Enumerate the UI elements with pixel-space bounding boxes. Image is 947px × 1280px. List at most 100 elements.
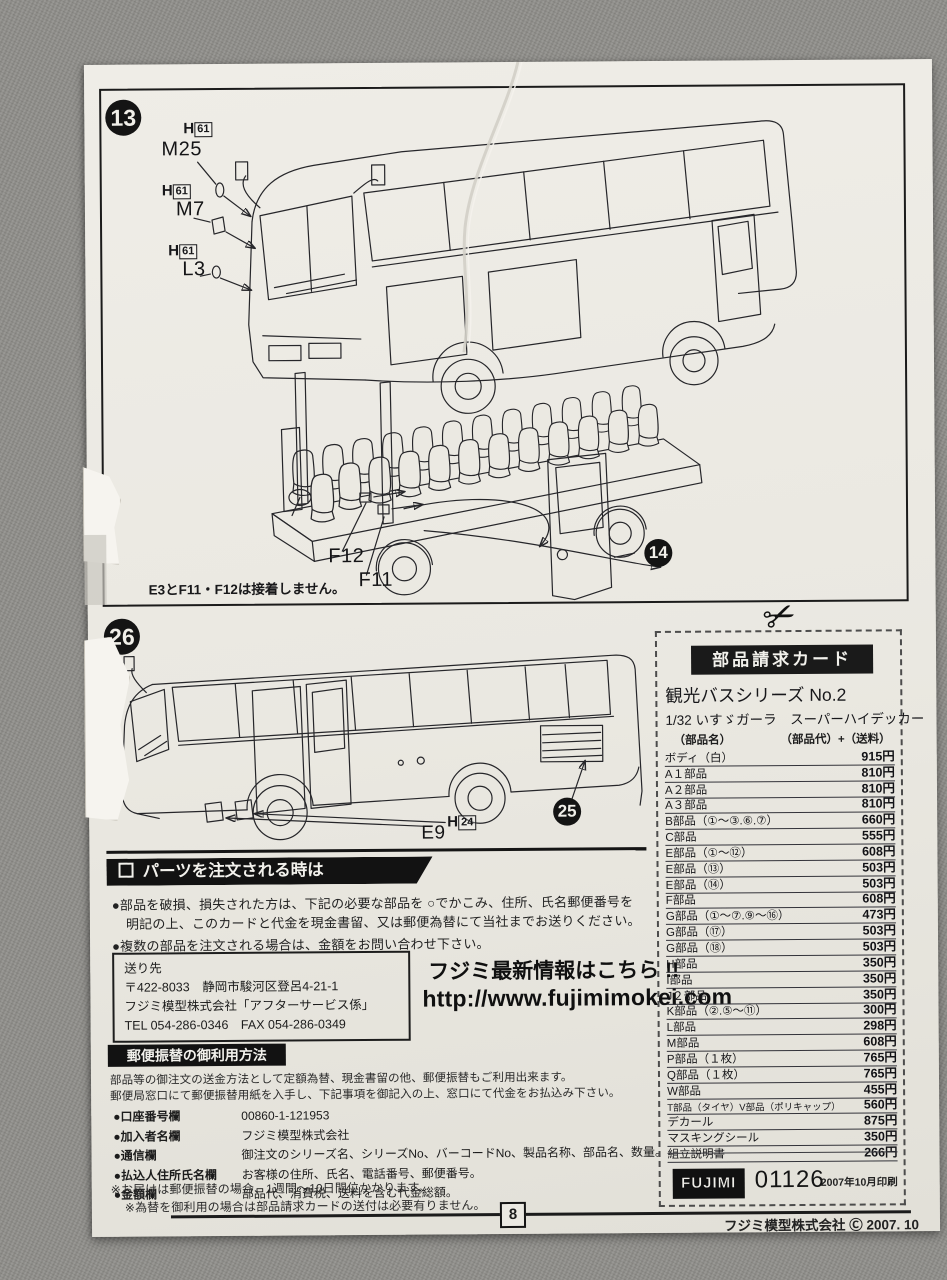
parts-price-row: I部品 350円: [666, 971, 897, 989]
step-13-line-art: [193, 120, 797, 601]
part-name: W部品: [667, 1085, 702, 1098]
part-name: E部品（①～⑫）: [665, 847, 753, 860]
parts-card-product: 1/32 いすゞガーラ スーパーハイデッカー: [665, 711, 925, 728]
parts-price-row: A１部品 810円: [664, 765, 895, 783]
parts-price-row: M部品 608円: [666, 1034, 897, 1052]
address-line2: 〒422-8033 静岡市駿河区登呂4-21-1: [124, 979, 339, 995]
parts-price-row: A３部品 810円: [665, 797, 896, 815]
postal-desc2: 郵便局窓口にて郵便振替用紙を入手し、下記事項を御記入の上、窓口にて代金をお払込み…: [110, 1087, 621, 1103]
part-name: G部品（⑰）: [665, 926, 733, 940]
mailing-address-box: 送り先 〒422-8033 静岡市駿河区登呂4-21-1 フジミ模型株式会社「ア…: [112, 950, 411, 1043]
part-name: Q部品（１枚）: [666, 1069, 745, 1082]
step-26-line-art: [121, 654, 643, 841]
fujimi-logo: FUJIMI: [672, 1168, 745, 1199]
part-name: ボディ（白）: [664, 752, 734, 765]
part-name: F部品: [665, 895, 696, 908]
part-name: B部品（①～③.⑥.⑦）: [665, 815, 779, 829]
parts-price-row: B部品（①～③.⑥.⑦） 660円: [665, 813, 896, 831]
parts-price-row: G部品（⑱） 503円: [666, 939, 897, 957]
parts-price-row: W部品 455円: [667, 1082, 898, 1100]
parts-price-row: L部品 298円: [666, 1019, 897, 1037]
parts-price-row: ボディ（白） 915円: [664, 749, 895, 767]
door-part-drawing: [341, 452, 660, 601]
part-label-f11: F11: [358, 568, 394, 592]
parts-price-row: Q部品（１枚） 765円: [666, 1066, 898, 1084]
part-number-box: 61: [179, 244, 198, 260]
kit-code: 01126: [754, 1165, 825, 1194]
parts-price-row: T部品（タイヤ）V部品（ポリキャップ） 560円: [667, 1098, 898, 1116]
part-name: デカール: [667, 1116, 714, 1130]
parts-price-row: A２部品 810円: [664, 781, 896, 799]
address-line3: フジミ模型株式会社「アフターサービス係」: [124, 997, 375, 1014]
square-bullet-icon: [118, 863, 133, 878]
part-name: A２部品: [664, 784, 708, 797]
page-number: 8: [499, 1201, 527, 1229]
part-name: G部品（①～⑦.⑨～⑯）: [665, 910, 790, 924]
parts-price-row: K部品（②.⑤～⑪） 300円: [666, 1003, 897, 1021]
postal-field-value: 御注文のシリーズ名、シリーズNo、バーコードNo、製品名称、部品名、数量。: [241, 1145, 668, 1163]
part-name: P部品（１枚）: [666, 1053, 744, 1066]
parts-price-row: J２部品 350円: [666, 987, 897, 1005]
part-name: J２部品: [666, 990, 707, 1003]
part-name: E部品（⑭）: [665, 879, 731, 892]
parts-price-row: G部品（①～⑦.⑨～⑯） 473円: [665, 908, 896, 926]
parts-card-series: 観光バスシリーズ No.2: [665, 684, 847, 706]
part-number-box: 61: [172, 184, 191, 200]
part-name: A３部品: [665, 800, 708, 813]
parts-price-row: G部品（⑰） 503円: [665, 923, 897, 942]
bus-front-quarter-view: [234, 120, 797, 414]
part-name: G部品（⑱）: [666, 942, 733, 955]
parts-card-title: 部品請求カード: [690, 644, 874, 675]
parts-price-row: マスキングシール 350円: [667, 1129, 898, 1148]
step-14-reference-badge: 14: [644, 538, 673, 568]
postal-field-label: ●通信欄: [113, 1148, 157, 1164]
part-name: I部品: [666, 974, 693, 987]
parts-request-card: 部品請求カード 観光バスシリーズ No.2 1/32 いすゞガーラ スーパーハイ…: [654, 629, 924, 1207]
part-name: K部品（②.⑤～⑪）: [666, 1005, 768, 1019]
col-part-name: （部品名）: [673, 734, 732, 747]
bus-seat-deck-view: [271, 371, 703, 596]
parts-price-row: デカール 875円: [667, 1114, 898, 1132]
order-instruction-line2: 明記の上、このカードと代金を現金書留、又は郵便為替にて当社までお送りください。: [125, 913, 641, 932]
part-label-f12: F12: [328, 545, 365, 568]
step-13-badge: 13: [105, 99, 142, 136]
part-number-box: 24: [458, 815, 477, 831]
postal-note1: ※お届けは郵便振替の場合、1週間～10日間位かかります。: [110, 1180, 431, 1197]
tape-mark: [84, 534, 107, 605]
parts-price-row: P部品（１枚） 765円: [666, 1050, 897, 1068]
part-label-l3: L3: [182, 258, 206, 281]
parts-price-row: 組立説明書 266円: [667, 1145, 898, 1163]
part-name: H部品: [666, 958, 698, 971]
promo-headline: フジミ最新情報はこちら !!: [428, 958, 680, 984]
parts-price-row: E部品（①～⑫） 608円: [665, 844, 896, 862]
postal-field-value: 00860-1-121953: [241, 1108, 330, 1123]
parts-price-table: ボディ（白） 915円 A１部品 810円 A２部品 810円 A３部: [664, 749, 898, 1163]
postal-field-label: ●加入者名欄: [113, 1129, 181, 1144]
postal-section-header: 郵便振替の御利用方法: [107, 1043, 286, 1067]
part-name: C部品: [665, 831, 697, 844]
part-number-box: 61: [194, 122, 213, 138]
parts-price-row: C部品 555円: [665, 828, 896, 846]
step13-glue-note: E3とF11・F12は接着しません。: [148, 581, 346, 598]
step-25-reference-badge: 25: [553, 797, 582, 826]
part-name: E部品（⑬）: [665, 863, 731, 876]
postal-field-value: フジミ模型株式会社: [241, 1127, 350, 1143]
order-section-header: パーツを注文される時は: [106, 857, 432, 886]
part-name: T部品（タイヤ）V部品（ポリキャップ）: [667, 1102, 841, 1115]
print-date: 2007年10月印刷: [820, 1176, 898, 1189]
part-name: L部品: [666, 1021, 697, 1035]
part-name: M部品: [666, 1037, 700, 1050]
part-name: マスキングシール: [667, 1132, 760, 1146]
parts-price-row: E部品（⑬） 503円: [665, 860, 896, 878]
part-name: A１部品: [664, 768, 708, 781]
part-label-e9: E9: [421, 822, 446, 844]
address-line4: TEL 054-286-0346 FAX 054-286-0349: [124, 1017, 346, 1033]
